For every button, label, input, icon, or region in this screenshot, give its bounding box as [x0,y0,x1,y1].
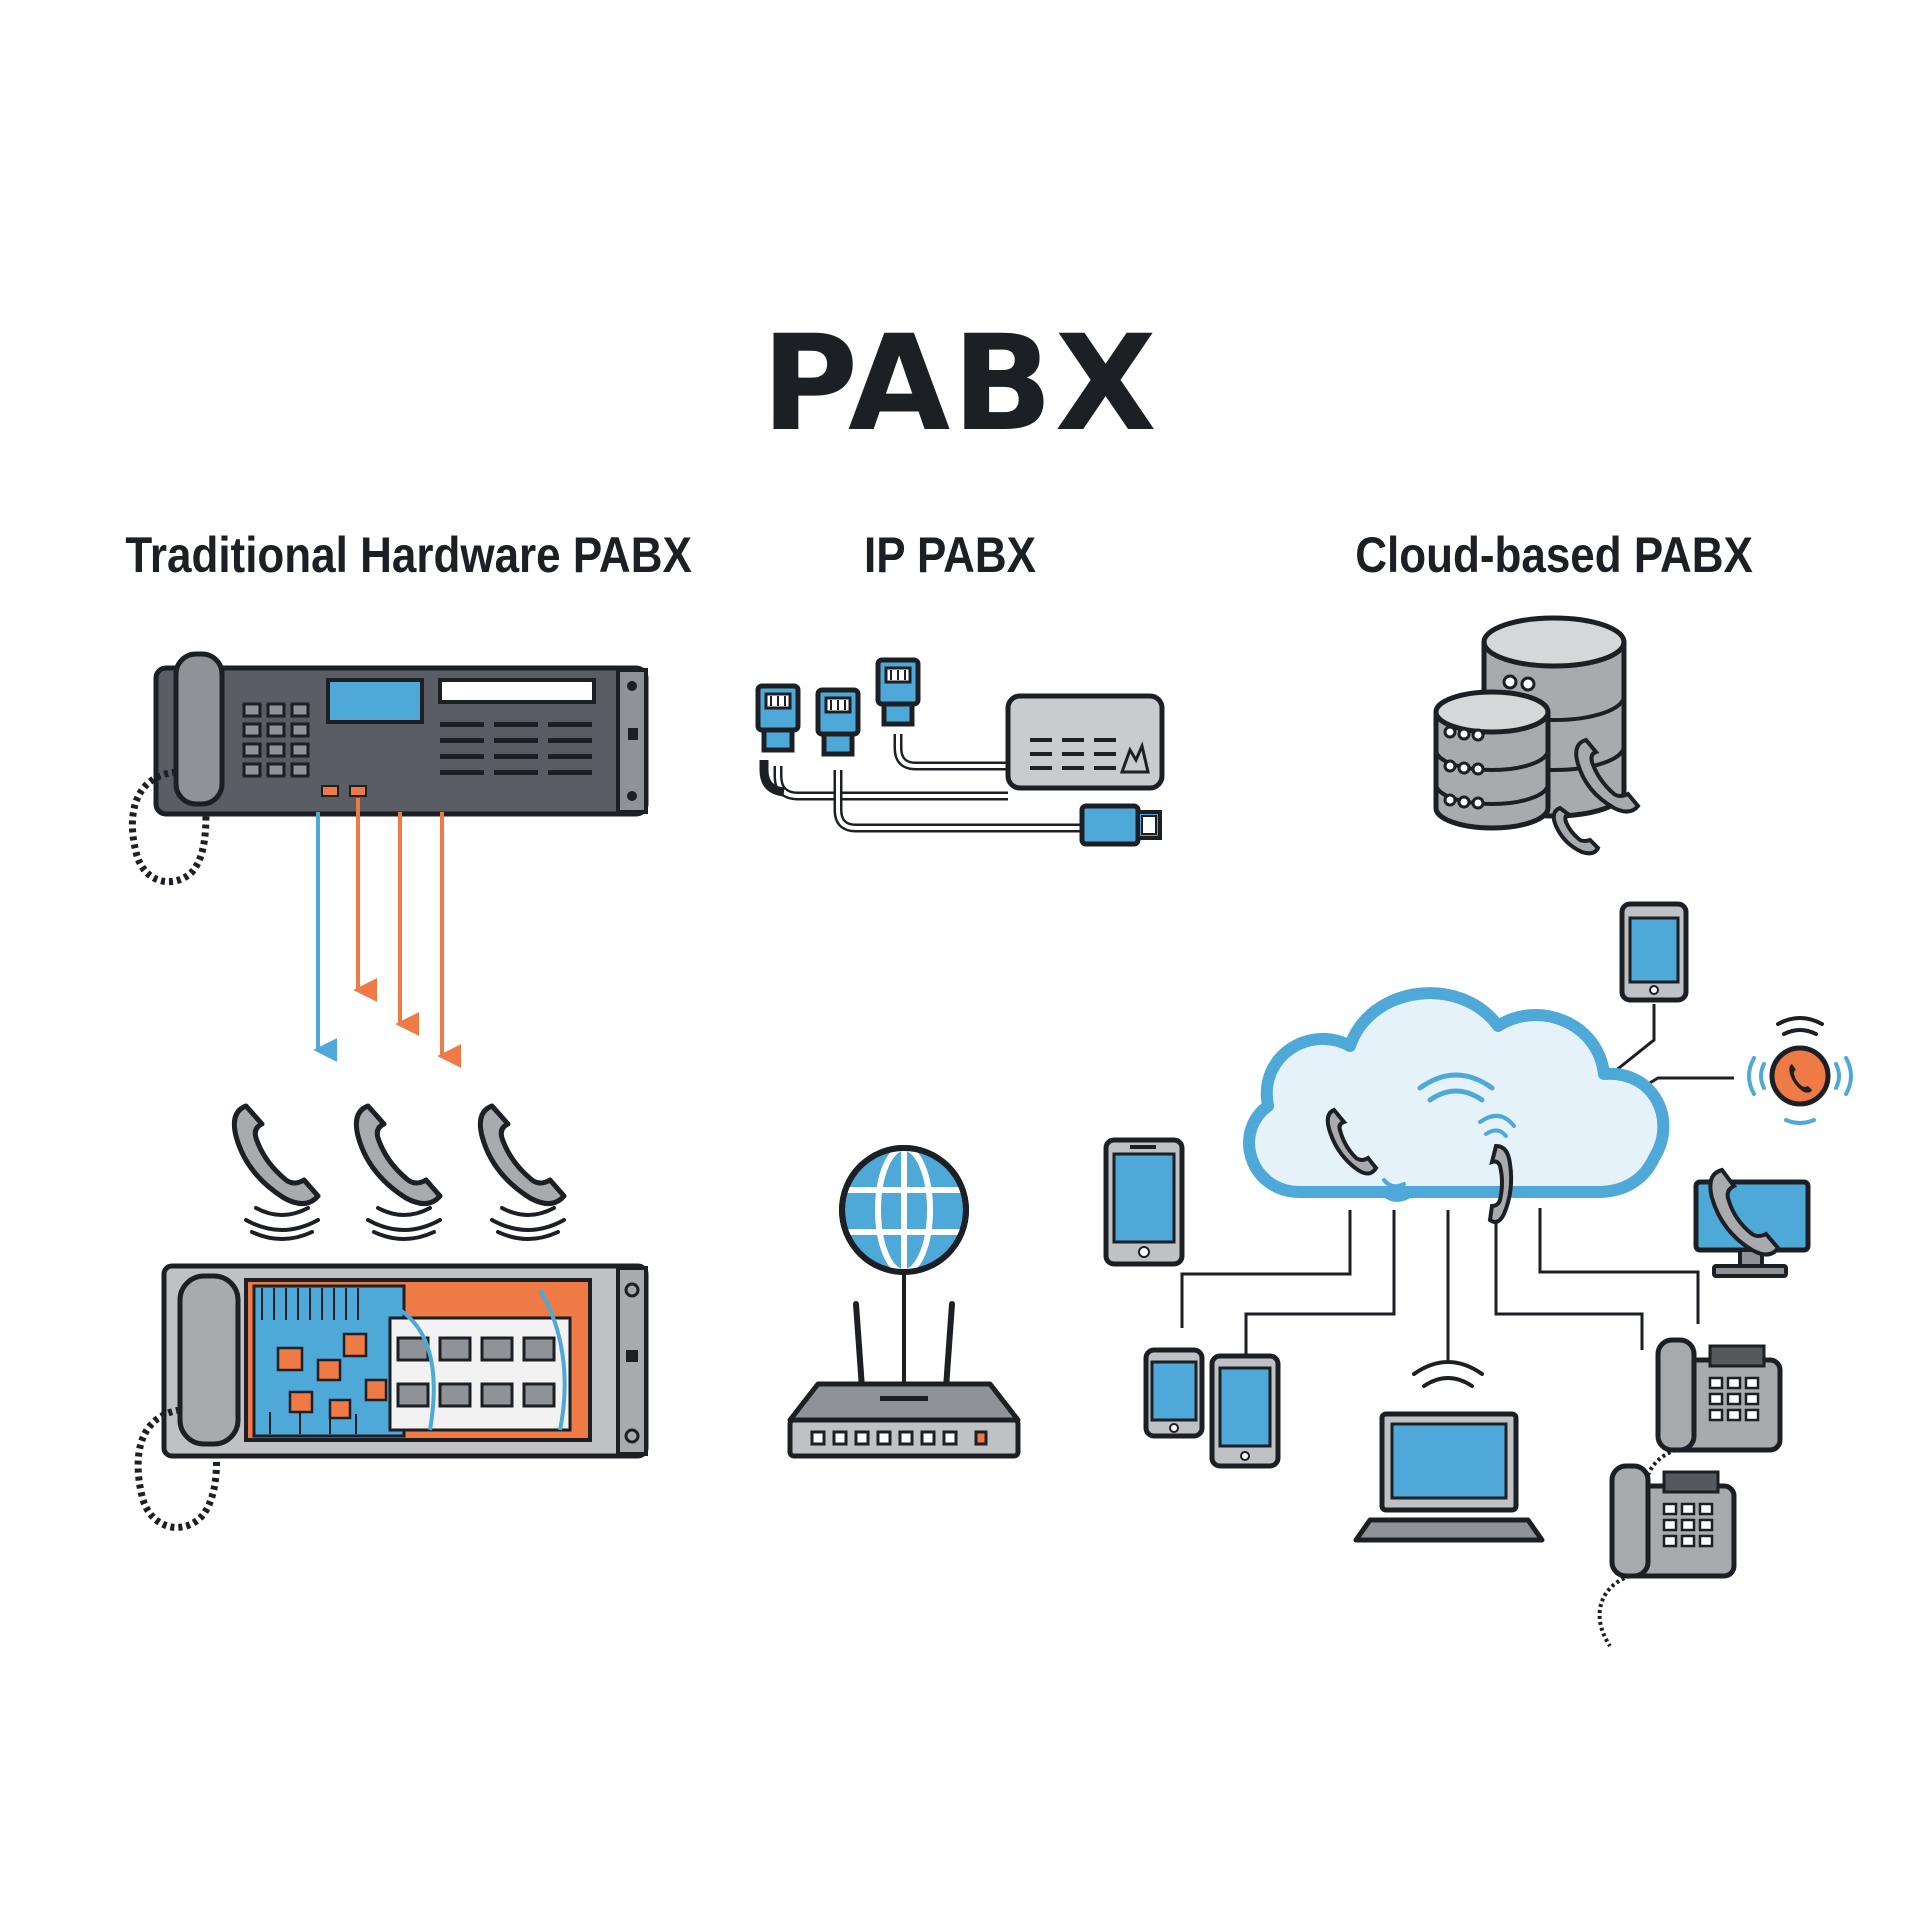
smartphone-icon [1619,901,1689,1003]
ip-pabx-heading: IP PABX [864,527,1036,583]
router-icon [787,1301,1021,1459]
cloud-icon [1243,987,1670,1224]
cloud-connections [1180,1004,1734,1360]
call-signal-icon [366,1206,442,1241]
ethernet-plug-icon [878,660,918,724]
pabx-unit-icon [161,1263,649,1459]
cloud-pabx-heading: Cloud-based PABX [1355,527,1753,583]
alert-phone-icon [1747,1016,1853,1125]
ethernet-plug-icon [758,686,798,750]
pabx-unit-icon [153,665,649,817]
handset-icon [356,1106,440,1204]
call-signal-icon [490,1206,566,1241]
handset-icon [134,1273,241,1531]
tablet-icon [1103,1137,1185,1267]
handset-icon [128,651,225,886]
signal-arrows [313,798,462,1068]
desk-phone-icon [1600,1466,1734,1646]
handset-icon [480,1106,564,1204]
laptop-icon [1353,1360,1545,1543]
traditional-pabx-heading: Traditional Hardware PABX [125,527,692,583]
ethernet-plug-icon [818,690,858,754]
ip-gateway-icon [1005,693,1165,791]
call-signal-icon [244,1206,320,1241]
database-icon [1433,615,1641,856]
monitor-phone-icon [1693,1167,1811,1278]
smartphone-icon [1143,1347,1205,1439]
handset-icon [234,1106,318,1204]
ethernet-cables [759,734,1082,833]
globe-icon [839,1145,969,1275]
ethernet-plug-icon [1079,803,1162,847]
page-title: PABX [761,307,1159,461]
smartphone-icon [1209,1353,1281,1469]
